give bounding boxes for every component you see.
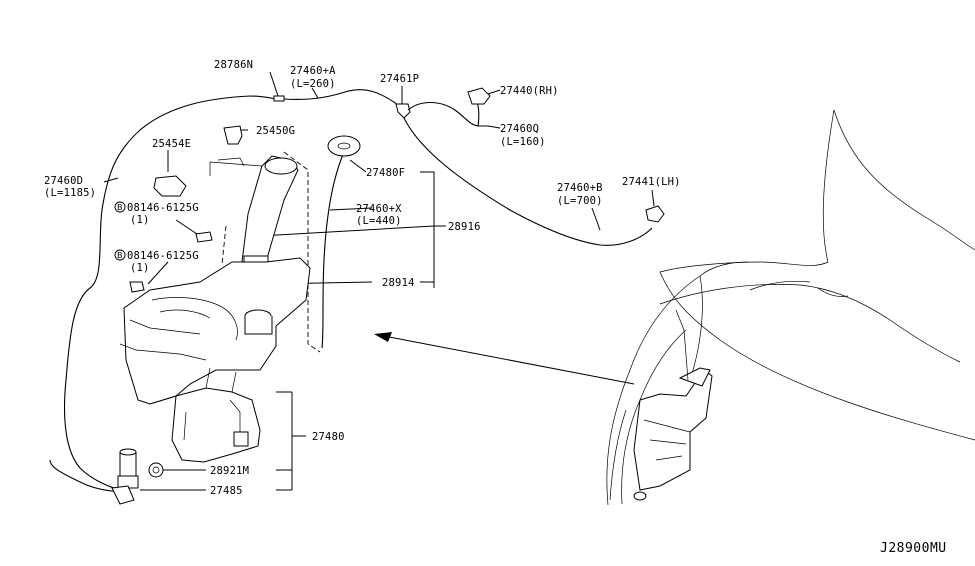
bolt-marker-1 <box>114 201 126 213</box>
hose-27460A <box>283 89 399 106</box>
bolt-marker-1-text: B <box>117 203 123 212</box>
washer-tank-icon <box>119 257 311 463</box>
label-28914: 28914 <box>382 277 415 289</box>
grommet-25454E <box>153 175 187 197</box>
leader-27480 <box>276 391 306 490</box>
bolt-marker-2 <box>114 249 126 261</box>
car-front-fender-icon <box>606 109 975 506</box>
leader-27480F <box>259 159 435 288</box>
leader-27460D <box>103 177 119 183</box>
label-27460Q: 27460Q <box>500 123 539 135</box>
label-27440RH: 27440(RH) <box>500 85 559 97</box>
nozzle-lh-icon <box>645 205 665 223</box>
label-27460X-len: (L=440) <box>356 215 402 227</box>
leader-27460X <box>329 207 373 211</box>
label-bolt1: 08146-6125G <box>127 202 199 214</box>
label-27460D-suffix: D <box>77 175 84 187</box>
label-27460B-len: (L=700) <box>557 195 603 207</box>
grommet-28921M-inner <box>152 466 160 474</box>
bolt-marker-2-text: B <box>117 251 123 260</box>
leader-27441 <box>651 189 655 207</box>
label-28916: 28916 <box>448 221 481 233</box>
leader-bolt2 <box>147 261 169 285</box>
bracket-25450G <box>217 157 245 167</box>
sensor-25450G <box>223 125 243 145</box>
label-27460A-len: (L=260) <box>290 78 336 90</box>
label-27485: 27485 <box>210 485 243 497</box>
label-27460X: 27460+X <box>356 203 402 215</box>
label-27461P: 27461P <box>380 73 419 85</box>
label-27480F: 27480F <box>366 167 405 179</box>
label-bolt2: 08146-6125G <box>127 250 199 262</box>
cap-27480F-inner <box>337 142 351 150</box>
label-bolt1-qty: (1) <box>130 214 150 226</box>
label-27460B: 27460+B <box>557 182 603 194</box>
leader-27460A <box>311 87 319 99</box>
filler-neck-rim <box>264 157 298 175</box>
cap-27480F <box>327 135 361 157</box>
bolt-icon <box>195 231 213 243</box>
label-bolt2-qty: (1) <box>130 262 150 274</box>
label-27460D-len: (L=1185) <box>44 187 96 199</box>
filler-neck-stays <box>209 161 263 176</box>
arrow-head <box>374 332 392 342</box>
guide-dashes-right <box>283 151 321 353</box>
joint-28786N <box>273 95 285 102</box>
diagram-code: J28900MU <box>880 541 947 556</box>
connector-27461P <box>395 103 411 119</box>
leader-27460B <box>591 207 601 231</box>
bolt-2-icon <box>129 281 145 293</box>
label-27460Q-len: (L=160) <box>500 136 546 148</box>
label-28921M: 28921M <box>210 465 249 477</box>
nozzle-icon <box>467 87 491 105</box>
leader-28786N <box>269 71 279 97</box>
leader-bolt1 <box>175 219 201 237</box>
label-27460D-num: 27460 <box>44 175 77 187</box>
pump-motor-icon <box>111 448 139 505</box>
label-25450G: 25450G <box>256 125 295 137</box>
leader-27440RH <box>487 89 501 95</box>
label-27480: 27480 <box>312 431 345 443</box>
hose-27460B <box>403 117 653 246</box>
label-25454E: 25454E <box>152 138 191 150</box>
label-27441LH: 27441(LH) <box>622 176 681 188</box>
location-arrow <box>383 335 635 385</box>
label-28786N: 28786N <box>214 59 253 71</box>
hose-27460D <box>64 95 277 493</box>
leader-27460Q <box>487 125 501 129</box>
label-27460D: 27460D <box>44 175 83 187</box>
grommet-28921M <box>148 462 164 478</box>
hose-27460Q <box>407 101 488 127</box>
label-27460A: 27460+A <box>290 65 336 77</box>
hose-27460X <box>321 151 345 349</box>
